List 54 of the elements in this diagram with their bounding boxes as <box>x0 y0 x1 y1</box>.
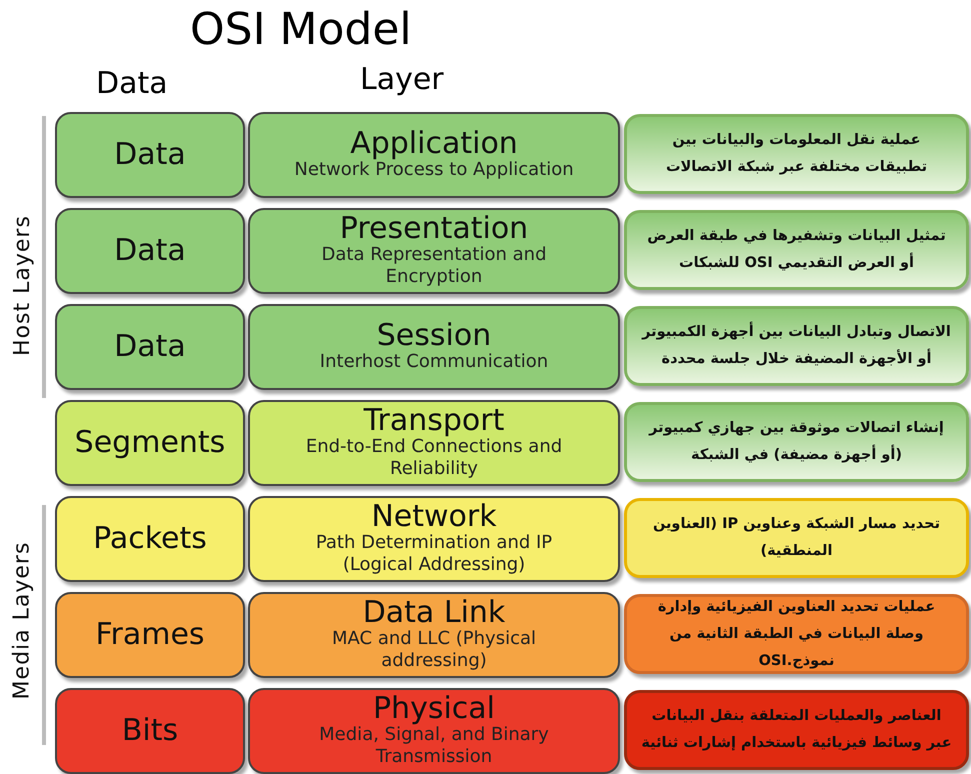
description-box <box>624 690 969 770</box>
layer-description: Media, Signal, and Binary Transmission <box>318 724 550 768</box>
layer-box <box>248 304 620 390</box>
description-text: تحديد مسار الشبكة وعناوين IP (العناوين المنطقية) <box>652 515 942 561</box>
layer-description: Interhost Communication <box>320 351 548 373</box>
layer-description: MAC and LLC (Physical addressing) <box>331 628 537 672</box>
data-unit-box <box>55 592 245 678</box>
layer-box <box>248 112 620 198</box>
layer-description: End-to-End Connections and Reliability <box>304 436 564 480</box>
description-box <box>624 114 969 194</box>
group-label: Host Layers <box>9 214 34 356</box>
data-unit-box <box>55 496 245 582</box>
description-text: العناصر والعمليات المتعلقة بنقل البيانات عبر وسائط فيزيائية باستخدام إشارات ثنائية <box>641 707 952 753</box>
layer-description: Network Process to Application <box>294 159 574 181</box>
data-unit-box <box>55 688 245 774</box>
data-unit-label: Frames <box>95 618 205 652</box>
column-header: Layer <box>360 62 444 97</box>
layer-box <box>248 208 620 294</box>
layer-description: Path Determination and IP (Logical Addressing) <box>314 532 554 576</box>
description-box <box>624 402 969 482</box>
description-box <box>624 210 969 290</box>
data-unit-box <box>55 304 245 390</box>
data-unit-label: Data <box>114 330 186 364</box>
data-unit-label: Packets <box>93 522 207 556</box>
data-unit-box <box>55 208 245 294</box>
description-text: إنشاء اتصالات موثوقة بين جهازي كمبيوتر (أو أجهزة مضيفة) في الشبكة <box>648 419 945 465</box>
description-box <box>624 594 969 674</box>
group-label: Media Layers <box>9 541 34 699</box>
data-unit-box <box>55 400 245 486</box>
layer-name: Transport <box>364 406 504 436</box>
layer-name: Physical <box>372 694 496 724</box>
layer-name: Network <box>371 502 497 532</box>
description-box <box>624 498 969 578</box>
description-box <box>624 306 969 386</box>
layer-name: Presentation <box>340 214 528 244</box>
layer-name: Data Link <box>362 598 506 628</box>
layer-box <box>248 592 620 678</box>
data-unit-label: Bits <box>122 714 178 748</box>
data-unit-label: Data <box>114 138 186 172</box>
data-unit-label: Data <box>114 234 186 268</box>
description-text: الاتصال وتبادل البيانات بين أجهزة الكمبيوتر أو الأجهزة المضيفة خلال جلسة محددة <box>641 319 952 373</box>
description-text: تمثيل البيانات وتشفيرها في طبقة العرض أو العرض التقديمي OSI للشبكات <box>646 227 947 273</box>
layer-box <box>248 496 620 582</box>
column-header: Data <box>96 66 168 101</box>
diagram-title: OSI Model <box>190 4 412 56</box>
layer-description: Data Representation and Encryption <box>320 244 548 288</box>
data-unit-label: Segments <box>74 426 226 460</box>
description-text: عملية نقل المعلومات والبيانات بين تطبيقات مختلفة عبر شبكة الاتصالات <box>664 131 928 177</box>
layer-name: Session <box>376 321 492 351</box>
layer-box <box>248 400 620 486</box>
layer-box <box>248 688 620 774</box>
data-unit-box <box>55 112 245 198</box>
description-text: عمليات تحديد العناوين الفيزيائية وإدارة وصلة البيانات في الطبقة الثانية من نموذج.OSI <box>656 598 936 670</box>
layer-name: Application <box>350 129 518 159</box>
